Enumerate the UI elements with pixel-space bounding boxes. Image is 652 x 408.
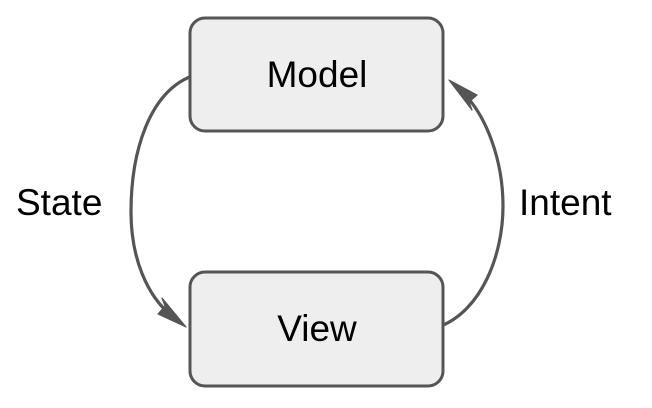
node-view-label: View (277, 308, 357, 349)
node-model[interactable]: Model (188, 16, 445, 133)
edge-state-arrowhead-icon (157, 297, 187, 328)
node-view-box[interactable] (188, 270, 445, 388)
edge-state-path (129, 74, 194, 318)
node-model-box[interactable] (188, 16, 445, 133)
edge-state-label: State (16, 182, 102, 223)
edge-intent-path (439, 91, 505, 328)
edge-state (129, 74, 194, 328)
node-model-label: Model (267, 54, 368, 95)
edge-intent (439, 79, 505, 328)
edge-intent-label: Intent (519, 182, 612, 223)
edge-intent-arrowhead-icon (448, 79, 478, 111)
node-view[interactable]: View (188, 270, 445, 388)
